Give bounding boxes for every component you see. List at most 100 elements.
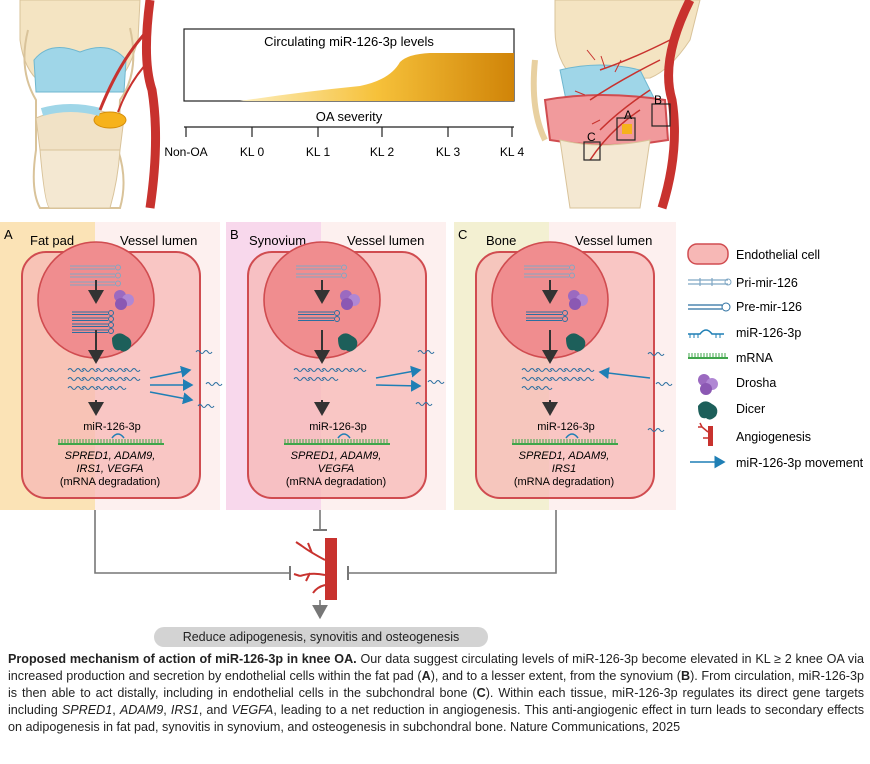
degradation-label: (mRNA degradation) [60, 476, 160, 488]
gene-targets-line2: IRS1, VEGFA [76, 463, 143, 475]
pri-mir-icon [688, 278, 728, 286]
legend-label: Endothelial cell [736, 248, 820, 262]
pre-mir-icon [688, 304, 722, 310]
mirna-label: miR-126-3p [309, 421, 366, 433]
severity-gradient-area [240, 53, 514, 101]
pri-mir-loop [115, 264, 121, 271]
knee-label-b: B [654, 93, 662, 107]
panel-c-lumen: Vessel lumen [575, 233, 652, 248]
drosha-icon [568, 290, 588, 310]
severity-tick-label: KL 1 [306, 145, 331, 159]
gene-targets-line1: SPRED1, ADAM9, [519, 450, 610, 462]
legend-label: Dicer [736, 402, 765, 416]
dicer-icon [698, 401, 718, 420]
caption-sep-1: , [112, 703, 120, 717]
severity-tick-label: KL 2 [370, 145, 395, 159]
severity-title: Circulating miR-126-3p levels [264, 34, 434, 49]
pre-mir-strand [72, 317, 108, 321]
legend-label: mRNA [736, 351, 773, 365]
gene-targets-line2: IRS1 [552, 463, 576, 475]
bound-mirna [111, 433, 125, 439]
pri-mir-strand [70, 265, 115, 270]
severity-tick-label: KL 4 [500, 145, 525, 159]
caption-text-4: ). Within each tissue, miR-126-3p regula… [8, 686, 864, 717]
mirna-movement-arrow [149, 365, 192, 379]
pri-mir-strand [70, 273, 115, 278]
pre-mir-strand [526, 311, 562, 315]
knee-label-a: A [624, 108, 632, 122]
dicer-icon [112, 333, 132, 352]
caption-ref-b: B [680, 669, 691, 683]
legend-label: Pre-mir-126 [736, 300, 802, 314]
pri-mir-loop [115, 272, 121, 279]
pri-mir-strand [70, 281, 115, 286]
severity-tick-label: Non-OA [164, 145, 207, 159]
mirna-movement-arrow [375, 379, 422, 392]
mrna-icon [688, 353, 728, 359]
legend-label: Angiogenesis [736, 430, 811, 444]
mirna-icon [688, 329, 724, 338]
pri-mir-loop [569, 264, 575, 271]
severity-axis-label: OA severity [316, 109, 383, 124]
caption-sep-3: , and [198, 703, 232, 717]
panel-b-lumen: Vessel lumen [347, 233, 424, 248]
caption-ref-a: A [421, 669, 431, 683]
pre-mir-strand [72, 323, 108, 327]
legend-label: Drosha [736, 376, 776, 390]
legend-label: miR-126-3p [736, 326, 801, 340]
mechanism-diagram: A B C Circulating miR-126-3p levels OA s… [0, 0, 864, 620]
drosha-icon [698, 374, 718, 395]
drosha-icon [114, 290, 134, 310]
mirna-movement-arrow [598, 367, 651, 380]
pre-mir-strand [526, 317, 562, 321]
mirna-movement-arrow [375, 365, 422, 379]
pre-mir-loop [334, 310, 340, 316]
pri-mir-strand [296, 265, 341, 270]
pre-mir-loop [334, 316, 340, 322]
pri-mir-loop [341, 272, 347, 279]
mirna-label: miR-126-3p [537, 421, 594, 433]
pre-mir-strand [298, 311, 334, 315]
gene-targets-line2: VEGFA [318, 463, 354, 475]
mirna-label: miR-126-3p [83, 421, 140, 433]
angiogenesis-icon [698, 422, 713, 446]
legend-label: miR-126-3p movement [736, 456, 864, 470]
caption-gene-2: ADAM9 [119, 703, 164, 717]
drosha-icon [340, 290, 360, 310]
mirna-movement-arrow [149, 391, 194, 405]
degradation-label: (mRNA degradation) [514, 476, 614, 488]
gene-targets-line1: SPRED1, ADAM9, [65, 450, 156, 462]
mrna-teeth [58, 439, 162, 444]
pri-mir-strand [524, 265, 569, 270]
dicer-icon [566, 333, 586, 352]
left-knee-illustration [0, 0, 161, 209]
severity-tick-label: KL 3 [436, 145, 461, 159]
caption-text-1: Our data suggest circulating levels of m… [8, 652, 865, 683]
endothelial-cell-icon [687, 243, 729, 265]
caption-text-5: , leading to a net reduction in angiogen… [8, 703, 865, 734]
outcome-label: Reduce adipogenesis, synovitis and osteo… [154, 627, 488, 647]
pri-mir-loop [569, 272, 575, 279]
legend-label: Pri-mir-126 [736, 276, 798, 290]
pre-mir-loop [562, 310, 568, 316]
mrna-teeth [512, 439, 616, 444]
knee-label-c: C [587, 130, 596, 144]
bound-mirna [565, 433, 579, 439]
caption-gene-4: VEGFA [231, 703, 274, 717]
pre-mir-loop [108, 328, 114, 334]
caption-bold: Proposed mechanism of action of miR-126-… [8, 652, 357, 666]
caption-text-3: ). From circulation, miR-126-3p is then … [8, 669, 864, 700]
panel-a-tissue: Fat pad [30, 233, 74, 248]
gene-targets-line1: SPRED1, ADAM9, [291, 450, 382, 462]
pre-mir-loop [108, 310, 114, 316]
panel-b-letter: B [230, 227, 239, 242]
convergence-lines [94, 510, 557, 620]
severity-chart: Circulating miR-126-3p levels OA severit… [164, 28, 525, 159]
degradation-label: (mRNA degradation) [286, 476, 386, 488]
pre-mir-strand [72, 329, 108, 333]
pri-mir-strand [296, 273, 341, 278]
pri-mir-strand [524, 273, 569, 278]
